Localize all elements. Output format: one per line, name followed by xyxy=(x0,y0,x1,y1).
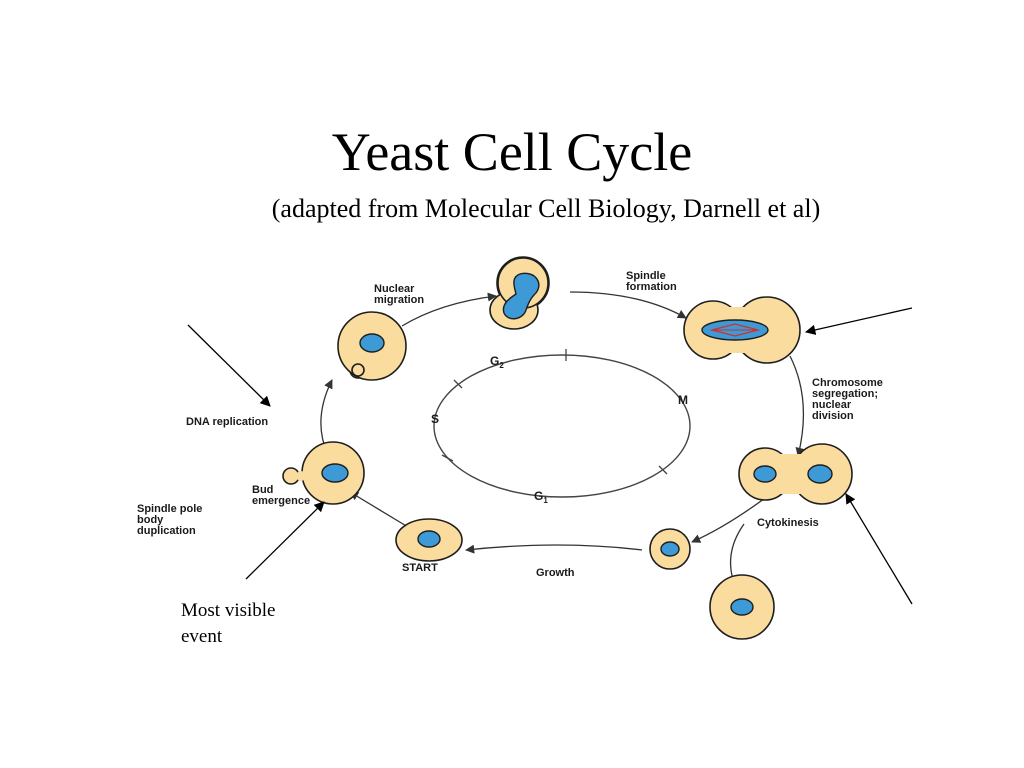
pointer-arrow-cytokinesis xyxy=(845,493,913,605)
cell-daughter-large xyxy=(709,574,775,640)
label-nuclear-migration: Nuclear migration xyxy=(374,283,424,306)
phase-tick xyxy=(658,465,668,475)
cell-bud-emergence xyxy=(282,441,365,505)
phase-label-g2: G2 xyxy=(490,354,504,370)
cell-nuclear-migration xyxy=(337,311,407,381)
page-subtitle: (adapted from Molecular Cell Biology, Da… xyxy=(271,194,821,223)
cell-daughter-small xyxy=(649,528,691,570)
label-start: START xyxy=(402,562,438,574)
phase-ring xyxy=(433,354,691,498)
label-cytokinesis: Cytokinesis xyxy=(757,517,819,529)
phase-tick xyxy=(453,379,463,389)
pointer-arrow-dna xyxy=(187,324,271,407)
flow-arrow xyxy=(789,355,805,457)
pointer-arrow-bud xyxy=(245,501,325,580)
page-title: Yeast Cell Cycle xyxy=(331,122,693,182)
phase-tick xyxy=(441,454,454,462)
flow-arrow xyxy=(401,292,497,327)
phase-label-m: M xyxy=(678,393,688,407)
label-dna-replication: DNA replication xyxy=(186,416,268,428)
label-spindle-pole-duplication: Spindle pole body duplication xyxy=(137,503,205,537)
phase-label-g1: G1 xyxy=(534,489,548,505)
flow-arrow xyxy=(569,291,687,319)
cell-budded-migrating xyxy=(489,256,550,330)
label-chromosome-segregation: Chromosome segregation; nuclear division xyxy=(812,377,886,422)
flow-arrow xyxy=(465,544,643,554)
flow-arrow xyxy=(349,491,409,528)
cell-nuclear-division xyxy=(738,443,853,505)
annotation-most-visible: Most visible event xyxy=(181,600,280,647)
pointer-arrow-spindle xyxy=(804,307,913,336)
cell-spindle-formation xyxy=(683,296,801,364)
label-spindle-formation: Spindle formation xyxy=(626,270,677,293)
cell-start xyxy=(395,518,463,562)
label-growth: Growth xyxy=(536,567,575,579)
phase-label-s: S xyxy=(431,412,439,426)
label-bud-emergence: Bud emergence xyxy=(252,484,310,507)
